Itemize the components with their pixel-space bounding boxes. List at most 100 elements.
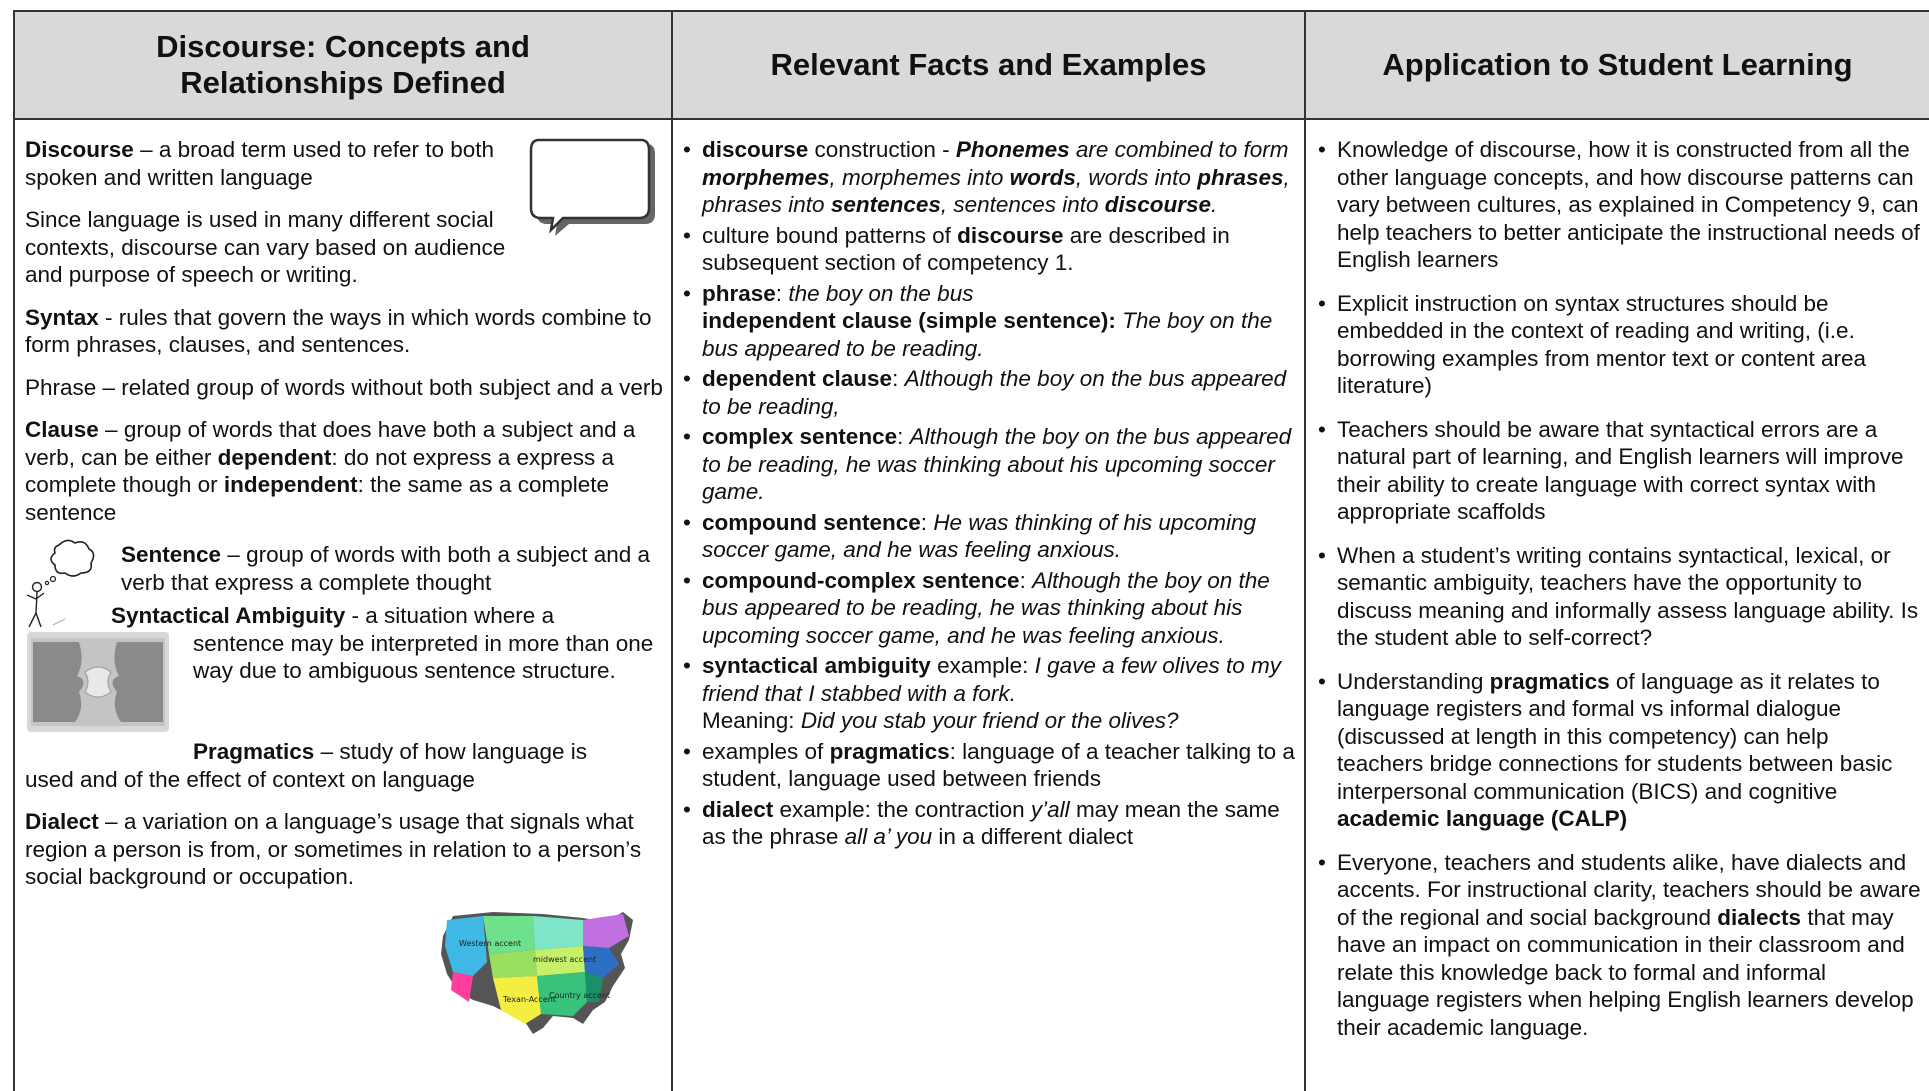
speech-bubble-icon — [529, 138, 655, 236]
example: Although the boy on the bus appeared to … — [702, 567, 1270, 648]
faces-puzzle-icon — [27, 632, 169, 732]
text: Meaning: — [702, 708, 801, 733]
map-label-western: Western accent — [459, 939, 521, 948]
term-dialect: Dialect — [25, 809, 99, 834]
example: y’all — [1030, 796, 1070, 822]
example: The boy on the bus appeared to be readin… — [702, 308, 1273, 361]
term-dependent: dependent — [217, 444, 332, 470]
term: independent clause (simple sentence): — [702, 308, 1116, 333]
text: that may have an impact on communication… — [1337, 904, 1914, 1040]
term: discourse — [1104, 192, 1212, 217]
header-col1: Discourse: Concepts and Relationships De… — [13, 10, 673, 120]
term: syntactical ambiguity — [702, 653, 931, 678]
application-dialects: Everyone, teachers and students alike, h… — [1316, 849, 1921, 1042]
example: Although the boy on the bus appeared to … — [702, 424, 1292, 504]
clause-def-text1: – group of words that does have both a s… — [25, 417, 636, 470]
facts-column: discourse construction - Phonemes are co… — [671, 118, 1306, 1091]
term: dialect — [702, 796, 774, 822]
text: , sentences into — [940, 192, 1105, 217]
term: compound sentence — [702, 509, 921, 535]
term: compound-complex sentence — [702, 567, 1020, 593]
discourse-definition: Discourse – a broad term used to refer t… — [25, 136, 663, 191]
fact-dialect: dialect example: the contraction y’all m… — [681, 796, 1296, 851]
text: : — [1019, 567, 1033, 593]
ambiguity-def-a: - a situation where a — [345, 603, 555, 628]
concepts-column: Discourse – a broad term used to refer t… — [13, 118, 673, 1091]
ambiguity-def-b: sentence may be interpreted in more than… — [193, 630, 654, 684]
term: complex sentence — [702, 424, 898, 449]
phrase-definition: Phrase – related group of words without … — [25, 374, 663, 400]
sentence-definition: Sentence – group of words with both a su… — [25, 541, 663, 596]
ambiguity-block: Syntactical Ambiguity - a situation wher… — [25, 602, 663, 738]
text: may mean the same as the phrase — [702, 796, 1280, 850]
application-syntax-instruction: Explicit instruction on syntax structure… — [1316, 290, 1921, 400]
fact-discourse-construction: discourse construction - Phonemes are co… — [681, 136, 1296, 219]
fact-compound-sentence: compound sentence: He was thinking of hi… — [681, 509, 1296, 564]
term-pragmatics: Pragmatics — [193, 739, 315, 764]
text: Everyone, teachers and students alike, h… — [1337, 849, 1921, 930]
fact-pragmatics: examples of pragmatics: language of a te… — [681, 738, 1296, 793]
text: : — [892, 366, 905, 391]
term-syntactical-ambiguity: Syntactical Ambiguity — [111, 603, 346, 628]
example: He was thinking of his upcoming soccer g… — [702, 509, 1256, 563]
term: discourse — [702, 137, 809, 162]
clause-def-text2: : do not express a express a complete th… — [25, 444, 615, 498]
text: construction - — [808, 137, 956, 162]
term: discourse — [957, 222, 1064, 248]
discourse-def-text: – a broad term used to refer to both spo… — [25, 137, 495, 190]
term-syntax: Syntax — [25, 304, 99, 330]
fact-compound-complex: compound-complex sentence: Although the … — [681, 567, 1296, 650]
discourse-contexts: Since language is used in many different… — [25, 207, 506, 287]
map-label-country: Country accent — [549, 991, 610, 1000]
term: pragmatics — [1489, 668, 1610, 694]
text: : language of a teacher talking to a stu… — [702, 738, 1295, 792]
term: words — [1009, 164, 1076, 190]
dialect-definition: Dialect – a variation on a language’s us… — [25, 808, 663, 891]
text: . — [1211, 192, 1218, 217]
term-independent: independent — [223, 472, 358, 497]
facts-list: discourse construction - Phonemes are co… — [681, 136, 1296, 851]
term: phrase — [702, 280, 776, 306]
term-discourse: Discourse — [25, 137, 134, 162]
term: Phonemes — [955, 137, 1070, 162]
sentence-def-text: – group of words with both a subject and… — [121, 542, 651, 595]
text: , phrases into — [702, 164, 1290, 218]
fact-syntactical-ambiguity: syntactical ambiguity example: I gave a … — [681, 652, 1296, 735]
ambiguity-heading: Syntactical Ambiguity - a situation wher… — [25, 602, 663, 630]
text: of language as it relates to language re… — [1337, 668, 1893, 804]
us-dialect-map-icon: Western accent midwest accent Texan-Acce… — [441, 911, 633, 1034]
text: Understanding — [1337, 668, 1490, 694]
header-col3: Application to Student Learning — [1304, 10, 1929, 120]
term-clause: Clause — [25, 417, 99, 442]
header-col2: Relevant Facts and Examples — [671, 10, 1306, 120]
pragmatics-line1: Pragmatics – study of how language is — [25, 738, 663, 766]
dialect-def-text: – a variation on a language’s usage that… — [25, 809, 642, 889]
text: example: the contraction — [773, 796, 1031, 822]
clause-definition: Clause – group of words that does have b… — [25, 416, 663, 526]
syntax-def-text: - rules that govern the ways in which wo… — [25, 304, 652, 358]
text: examples of — [702, 738, 830, 764]
thinking-stick-figure-icon — [26, 539, 95, 628]
term: sentences — [830, 192, 941, 217]
text: culture bound patterns of — [702, 222, 958, 248]
text: : — [897, 424, 910, 449]
content-row: Discourse – a broad term used to refer t… — [13, 118, 1929, 1091]
text: are described in subsequent section of c… — [702, 222, 1230, 276]
application-discourse: Knowledge of discourse, how it is constr… — [1316, 136, 1921, 274]
application-column: Knowledge of discourse, how it is constr… — [1304, 118, 1929, 1091]
application-pragmatics: Understanding pragmatics of language as … — [1316, 668, 1921, 833]
example: Although the boy on the bus appeared to … — [702, 366, 1287, 419]
text: , words into — [1075, 164, 1198, 190]
term: dependent clause — [702, 366, 893, 391]
term: dialects — [1717, 904, 1802, 930]
fact-culture-bound: culture bound patterns of discourse are … — [681, 222, 1296, 277]
pragmatics-def-a: – study of how language is — [314, 739, 587, 764]
header-row: Discourse: Concepts and Relationships De… — [13, 10, 1929, 120]
application-ambiguity: When a student’s writing contains syntac… — [1316, 542, 1921, 652]
fact-dependent-clause: dependent clause: Although the boy on th… — [681, 365, 1296, 420]
text: in a different dialect — [932, 824, 1134, 849]
term: academic language (CALP) — [1337, 806, 1628, 831]
term: morphemes — [702, 164, 830, 190]
